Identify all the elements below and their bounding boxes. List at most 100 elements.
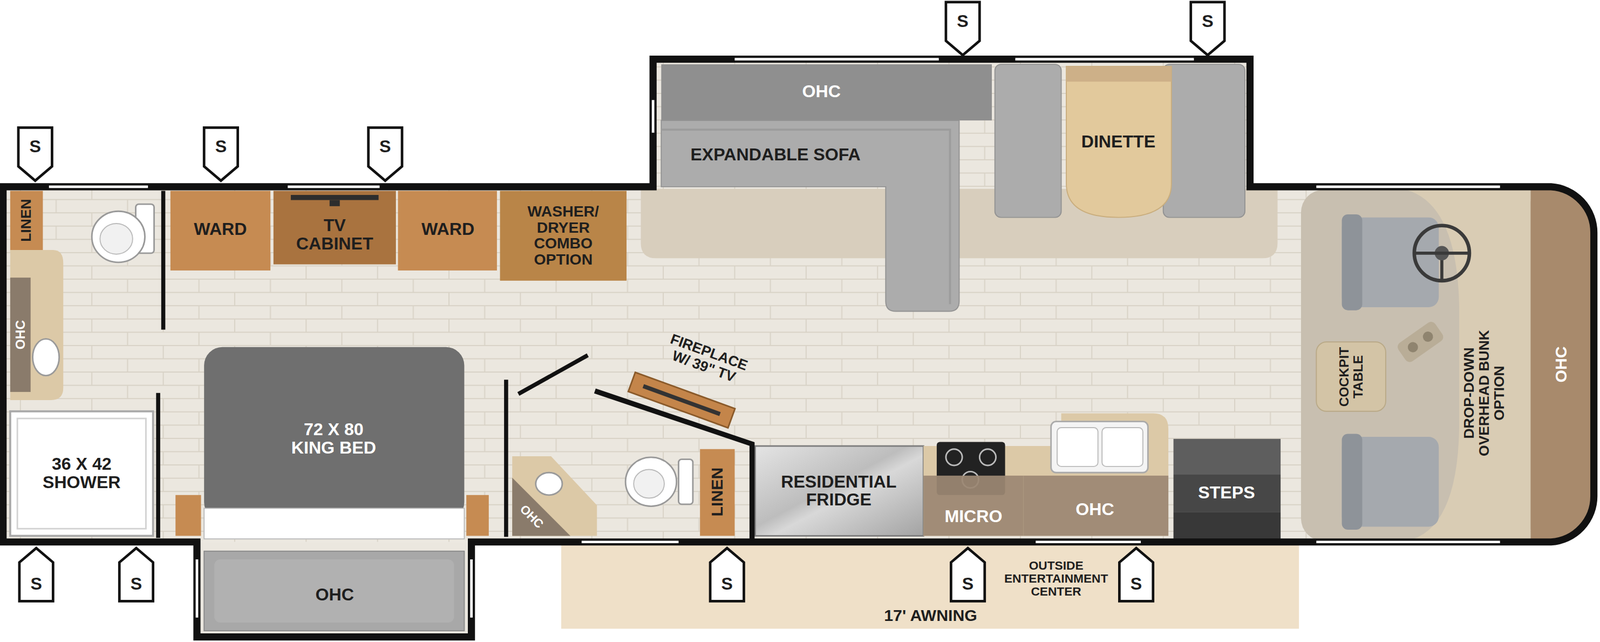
slide-marker [368, 127, 403, 181]
step [1173, 438, 1282, 475]
corner-vanity [512, 455, 597, 536]
toilet-bowl [91, 210, 145, 263]
shower-label: 36 X 42 SHOWER [30, 455, 133, 492]
overhead-cabinet: OHC [661, 64, 992, 121]
entry-steps: STEPS [1173, 438, 1282, 541]
sink [1051, 421, 1149, 473]
fridge: RESIDENTIAL FRIDGE [754, 445, 924, 536]
cab-floor [1301, 189, 1534, 541]
washer-dryer-label: WASHER/ DRYER COMBO OPTION [514, 203, 612, 268]
overhead-cabinet: OHC [10, 277, 31, 392]
slide-marker [18, 127, 52, 181]
slide-marker-label: S [1120, 574, 1152, 594]
slide-marker: S [368, 127, 403, 181]
slide-marker [19, 547, 53, 601]
kitchen-overhead-cabinet [1023, 475, 1169, 536]
slide-marker [1119, 547, 1153, 601]
wardrobe: WARD [397, 191, 497, 271]
nightstand [466, 494, 489, 536]
sink-basin [1057, 427, 1099, 467]
partition-wall [594, 390, 752, 539]
microwave-label: MICRO [927, 507, 1020, 526]
washer-dryer [500, 190, 627, 281]
linen-cabinet: LINEN [699, 448, 735, 536]
overhead-cabinet: OHC [1530, 188, 1592, 541]
overhead-cabinet-label: OHC [288, 586, 381, 605]
console [1395, 319, 1446, 364]
wardrobe: WARD [170, 191, 271, 271]
linen-cabinet-label: LINEN [708, 451, 726, 533]
microwave-cabinet [923, 475, 1024, 536]
slide-marker: S [945, 2, 980, 56]
counter [923, 413, 1169, 536]
slide-marker: S [203, 127, 238, 181]
sofa-back [661, 129, 950, 304]
overhead-bunk: DROP-DOWN OVERHEAD BUNK OPTION [1454, 290, 1516, 495]
outer-wall [3, 59, 1595, 637]
slide-marker-label: S [205, 137, 237, 156]
cup-holder [1420, 329, 1435, 344]
entry-steps-label: STEPS [1175, 483, 1278, 502]
sink [535, 472, 563, 495]
cockpit-table: COCKPIT TABLE [1316, 341, 1386, 412]
washer-dryer: WASHER/ DRYER COMBO OPTION [500, 191, 627, 281]
dinette-bench [1163, 64, 1245, 218]
overhead-bunk-label: DROP-DOWN OVERHEAD BUNK OPTION [1462, 326, 1508, 460]
steering-wheel [1414, 225, 1470, 281]
fireplace: FIREPLACE W/ 39" TV [610, 331, 764, 434]
wardrobe-label: WARD [402, 220, 494, 240]
dinette-bench [995, 64, 1062, 218]
microwave: MICRO [923, 475, 1024, 536]
tv [290, 194, 379, 200]
awning: OUTSIDE ENTERTAINMENT CENTER17' AWNING [561, 543, 1299, 629]
shower: 36 X 42 SHOWER [10, 411, 154, 536]
seat-back [1342, 433, 1363, 530]
slide-marker-label: S [369, 137, 401, 156]
burner [945, 448, 963, 466]
wardrobe [170, 190, 271, 270]
slide-marker [950, 547, 985, 601]
toilet-seat [633, 469, 665, 499]
overhead-cabinet: OHC [203, 550, 465, 631]
console-body [1395, 319, 1446, 364]
floor [3, 186, 1534, 542]
overhead-cabinet-label: OHC [1049, 500, 1141, 519]
shower-pan [10, 411, 154, 536]
tv-stand [329, 199, 340, 206]
overhead-cabinet: OHC [512, 477, 571, 536]
slide-marker-label: S [947, 12, 979, 31]
dinette: DINETTE [995, 64, 1245, 218]
table-shelf [1066, 66, 1172, 82]
slide-marker-label: S [21, 574, 52, 594]
wheel-spokes [1414, 253, 1470, 281]
toilet-bowl [625, 457, 677, 507]
sink [32, 338, 60, 376]
overhead-cabinet-label: OHC [1552, 323, 1570, 405]
nightstand [175, 494, 201, 536]
overhead-cabinet-label: OHC [511, 495, 553, 537]
slide-marker: S [710, 547, 744, 601]
overhead-cabinet [10, 277, 31, 392]
overhead-cabinet-label: OHC [760, 82, 883, 101]
bed-mattress [203, 346, 465, 521]
window [49, 59, 1501, 618]
toilet-seat [99, 223, 133, 255]
tv-cabinet [273, 190, 397, 264]
bed-label: 72 X 80 KING BED [285, 420, 383, 457]
overhead-cabinet-label: OHC [13, 303, 28, 365]
slide-marker: S [1119, 547, 1153, 601]
front-overhead-cabinet [1530, 186, 1594, 542]
slide-marker-label: S [711, 574, 743, 594]
slide-marker: S [119, 547, 153, 601]
seat-back [1342, 214, 1363, 311]
sink-basin [1101, 427, 1143, 467]
slide-marker: S [950, 547, 985, 601]
tv-cabinet-label: TV CABINET [293, 216, 377, 253]
tv-cabinet: TV CABINET [273, 191, 397, 265]
slide-marker: S [18, 127, 52, 181]
cockpit-table-label: COCKPIT TABLE [1337, 342, 1366, 411]
bed-footboard [203, 507, 465, 539]
slide-marker [945, 2, 980, 56]
overhead-cabinet: OHC [1023, 475, 1169, 536]
wardrobe [397, 190, 497, 270]
